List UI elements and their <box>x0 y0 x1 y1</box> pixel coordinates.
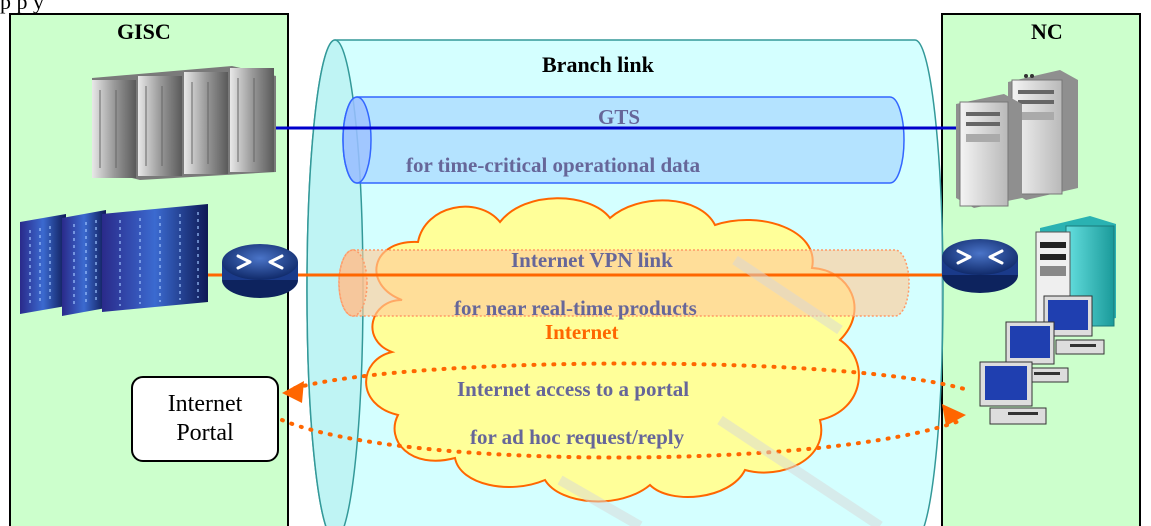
arrow-left-icon <box>282 381 304 403</box>
gts-subtitle: for time-critical operational data <box>406 153 701 177</box>
portal-access-subtitle: for ad hoc request/reply <box>470 425 685 449</box>
gts-tube <box>342 96 905 184</box>
portal-box-line2: Portal <box>176 420 234 446</box>
internet-title: Internet <box>545 320 619 344</box>
portal-access-loop <box>293 361 970 392</box>
server-rack-gray-icon <box>92 66 276 180</box>
gisc-title: GISC <box>117 19 171 44</box>
watermark-stroke <box>557 255 883 526</box>
portal-access-loop <box>280 418 964 460</box>
desktop-computer-icon <box>979 361 1047 425</box>
internet-portal-box[interactable]: Internet Portal <box>131 376 279 462</box>
top-cut-text: p p y <box>0 0 44 14</box>
supercomputer-icon <box>20 204 208 316</box>
portal-access-title: Internet access to a portal <box>457 377 690 401</box>
router-icon <box>222 244 298 298</box>
vpn-tube <box>338 249 910 317</box>
gts-title: GTS <box>598 105 641 129</box>
nc-title: NC <box>1031 19 1063 44</box>
arrow-right-icon <box>942 404 966 426</box>
router-icon <box>942 239 1018 293</box>
vpn-title: Internet VPN link <box>511 248 673 272</box>
tower-server-icon <box>956 70 1078 208</box>
portal-box-line1: Internet <box>167 391 243 418</box>
vpn-subtitle: for near real-time products <box>454 296 697 320</box>
internet-cloud <box>365 197 860 503</box>
branch-link-title: Branch link <box>542 52 654 77</box>
